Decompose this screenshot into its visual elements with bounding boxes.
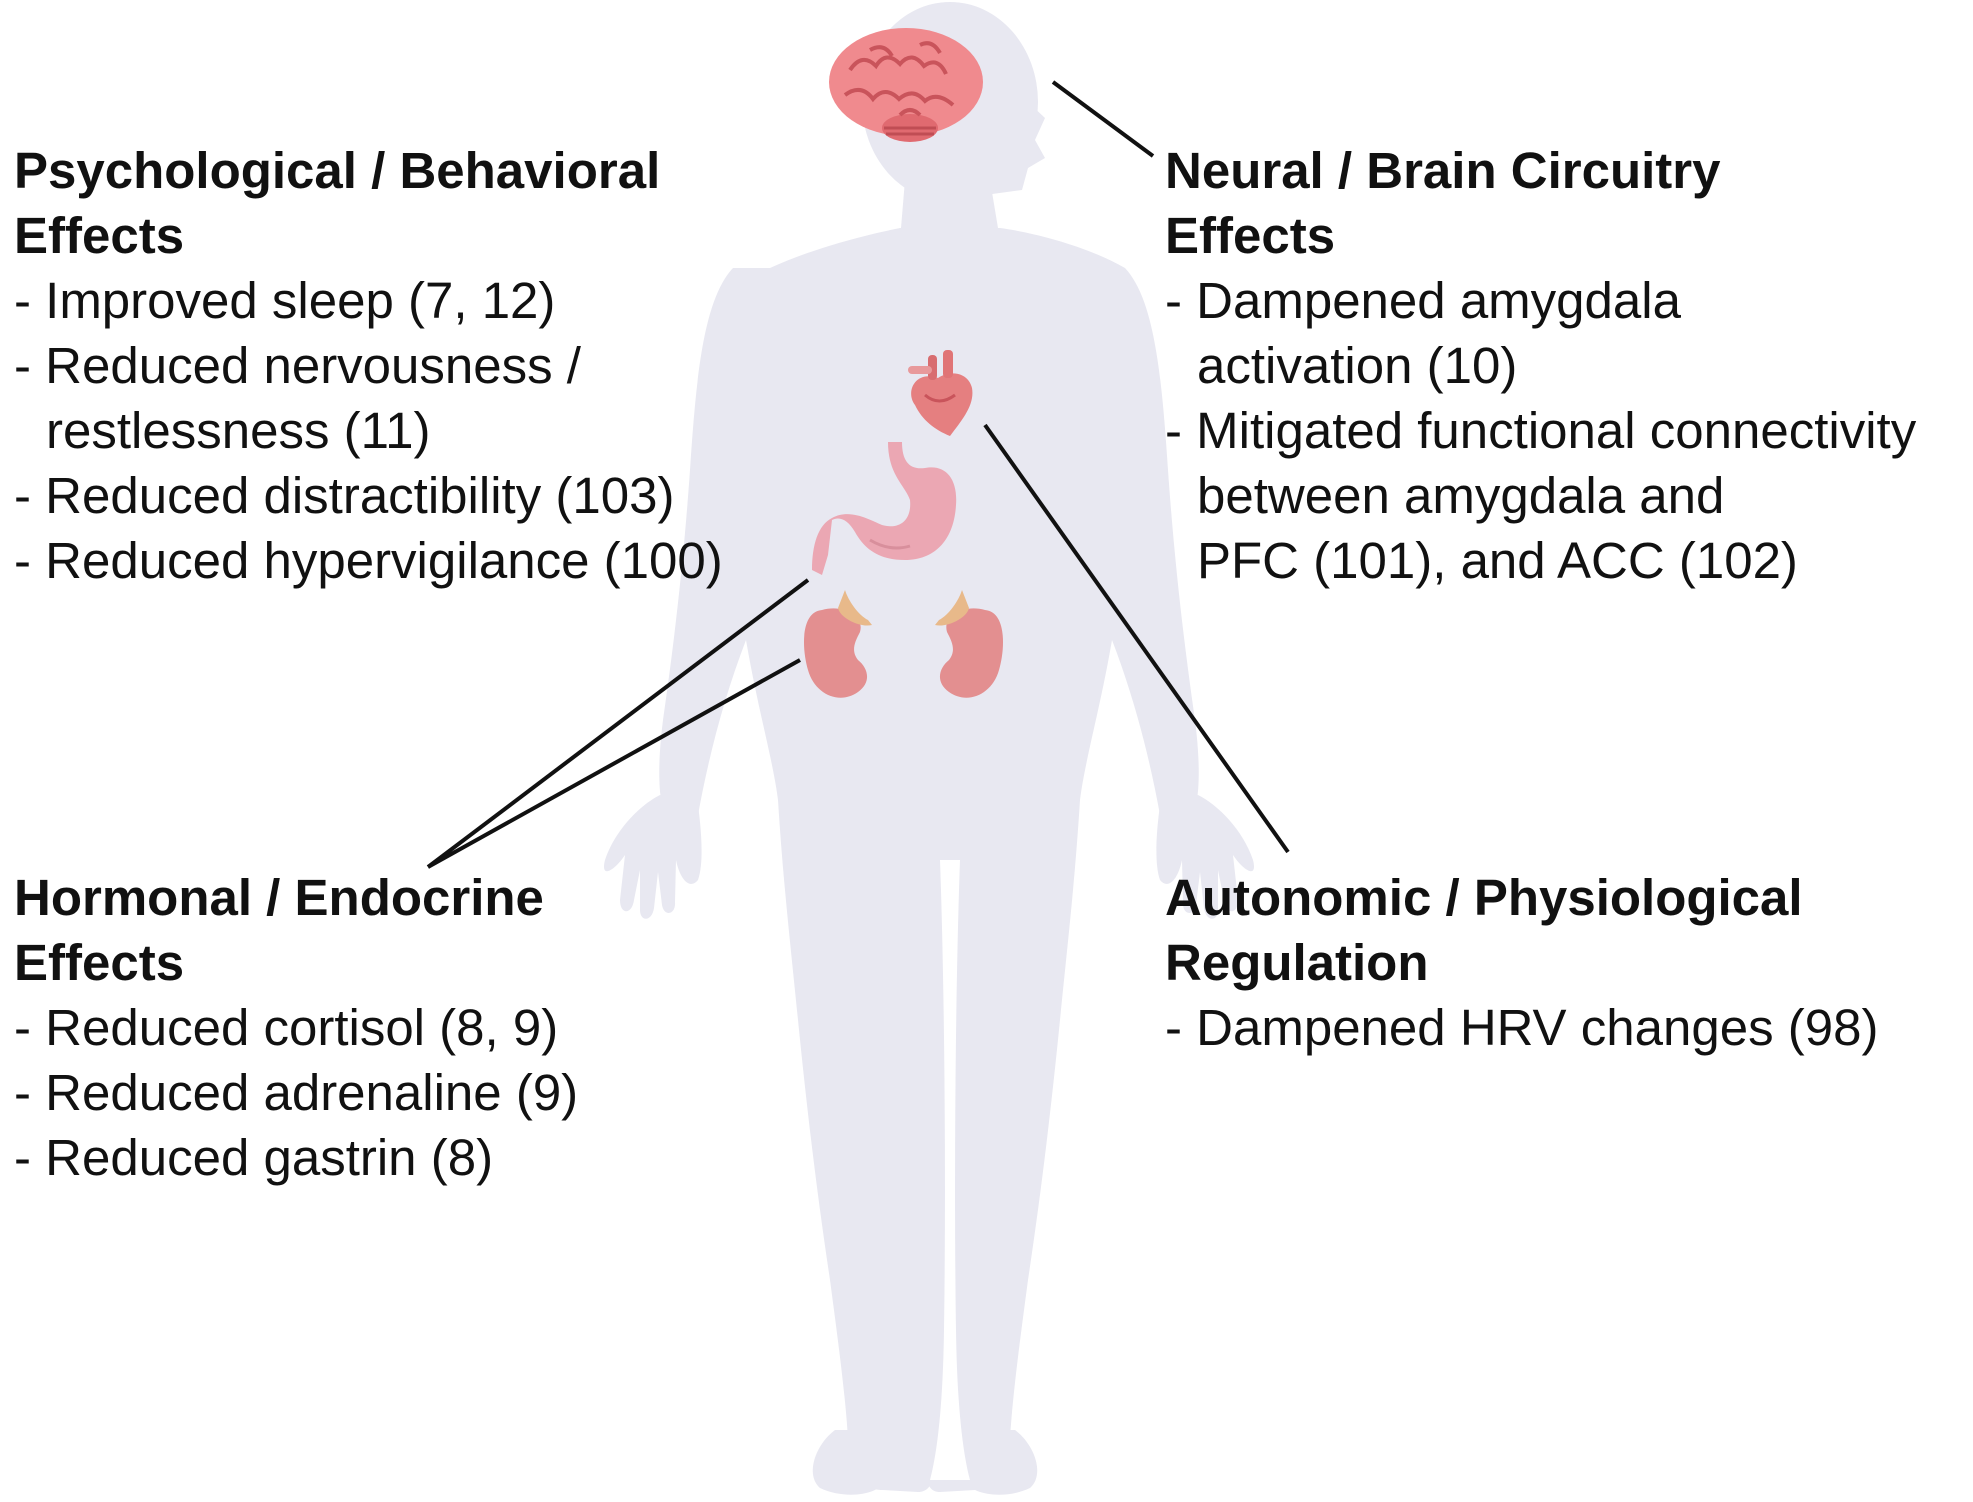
adrenal-gland-icon bbox=[838, 590, 969, 626]
block-title: Hormonal / Endocrine Effects bbox=[14, 869, 544, 991]
list-item: - Reduced nervousness / restlessness (11… bbox=[14, 337, 581, 459]
connector-line-heart bbox=[983, 423, 1290, 854]
connector-line-kidney bbox=[427, 658, 801, 869]
brain-icon bbox=[829, 28, 983, 142]
connector-line-stomach bbox=[426, 578, 810, 869]
list-item: - Improved sleep (7, 12) bbox=[14, 272, 556, 329]
block-title: Neural / Brain Circuitry Effects bbox=[1165, 142, 1721, 264]
connector-line-brain bbox=[1051, 80, 1155, 158]
list-item: - Dampened amygdala activation (10) bbox=[1165, 272, 1681, 394]
list-item: - Reduced gastrin (8) bbox=[14, 1129, 494, 1186]
block-title: Autonomic / Physiological Regulation bbox=[1165, 869, 1803, 991]
block-title: Psychological / Behavioral Effects bbox=[14, 142, 661, 264]
kidney-icon bbox=[803, 608, 1004, 698]
list-item: - Mitigated functional connectivity betw… bbox=[1165, 402, 1917, 589]
autonomic-physiological-regulation: Autonomic / Physiological Regulation - D… bbox=[1165, 865, 1965, 1060]
psychological-behavioral-effects: Psychological / Behavioral Effects - Imp… bbox=[14, 138, 794, 593]
list-item: - Reduced distractibility (103) bbox=[14, 467, 675, 524]
stomach-icon bbox=[812, 442, 957, 575]
list-item: - Reduced cortisol (8, 9) bbox=[14, 999, 559, 1056]
heart-icon bbox=[908, 350, 973, 436]
hormonal-endocrine-effects: Hormonal / Endocrine Effects - Reduced c… bbox=[14, 865, 714, 1190]
neural-brain-circuitry-effects: Neural / Brain Circuitry Effects - Dampe… bbox=[1165, 138, 1965, 593]
list-item: - Dampened HRV changes (98) bbox=[1165, 999, 1879, 1056]
list-item: - Reduced hypervigilance (100) bbox=[14, 532, 723, 589]
list-item: - Reduced adrenaline (9) bbox=[14, 1064, 579, 1121]
